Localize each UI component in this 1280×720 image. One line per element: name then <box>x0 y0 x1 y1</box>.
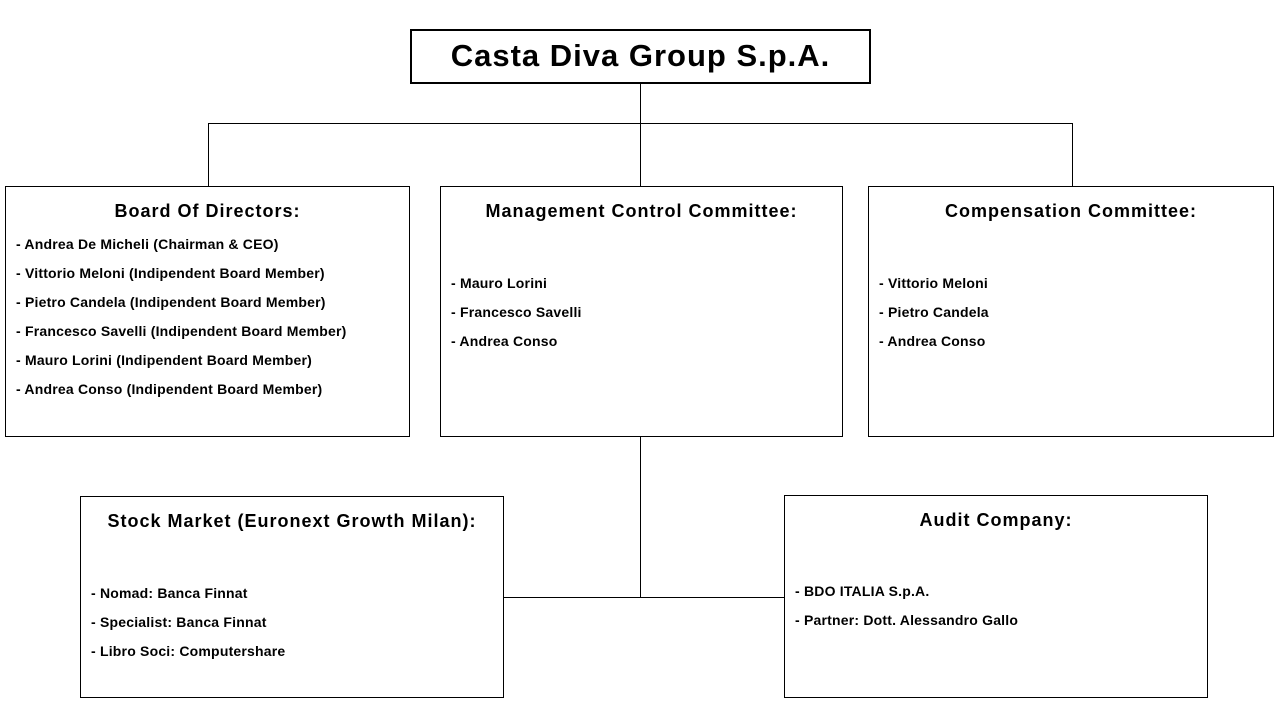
box-heading: Audit Company: <box>919 510 1073 530</box>
company-title: Casta Diva Group S.p.A. <box>450 38 831 73</box>
list-item: - Francesco Savelli (Indipendent Board M… <box>16 323 347 339</box>
box-items: - Andrea De Micheli (Chairman & CEO) - Vi… <box>6 230 409 404</box>
list-item: - Andrea Conso <box>451 333 558 349</box>
list-item: - Vittorio Meloni (Indipendent Board Mem… <box>16 265 325 281</box>
list-item: - Mauro Lorini (Indipendent Board Member… <box>16 352 312 368</box>
box-items: - Nomad: Banca Finnat - Specialist: Banca… <box>81 579 503 666</box>
connector-management-down <box>640 437 641 597</box>
connector-drop-compensation <box>1072 123 1073 186</box>
list-item: - Andrea Conso (Indipendent Board Member… <box>16 381 323 397</box>
connector-title-drop <box>640 84 641 123</box>
list-item: - Vittorio Meloni <box>879 275 988 291</box>
list-item: - Nomad: Banca Finnat <box>91 585 248 601</box>
connector-bottom-horizontal <box>503 597 784 598</box>
box-heading: Management Control Committee: <box>485 201 798 221</box>
list-item: - Francesco Savelli <box>451 304 582 320</box>
list-item: - Libro Soci: Computershare <box>91 643 286 659</box>
box-audit-company: Audit Company: - BDO ITALIA S.p.A. - Part… <box>784 495 1208 698</box>
list-item: - Pietro Candela (Indipendent Board Memb… <box>16 294 326 310</box>
list-item: - Specialist: Banca Finnat <box>91 614 267 630</box>
box-heading: Compensation Committee: <box>944 201 1198 221</box>
box-stock-market: Stock Market (Euronext Growth Milan): - … <box>80 496 504 698</box>
list-item: - Mauro Lorini <box>451 275 548 291</box>
box-board-of-directors: Board Of Directors: - Andrea De Micheli … <box>5 186 410 437</box>
box-items: - Vittorio Meloni - Pietro Candela - Andre… <box>869 269 1273 356</box>
list-item: - Pietro Candela <box>879 304 989 320</box>
list-item: - Andrea Conso <box>879 333 986 349</box>
box-heading: Board Of Directors: <box>114 201 301 221</box>
list-item: - Andrea De Micheli (Chairman & CEO) <box>16 236 279 252</box>
box-items: - Mauro Lorini - Francesco Savelli - Andre… <box>441 269 842 356</box>
box-heading: Stock Market (Euronext Growth Milan): <box>107 511 477 531</box>
list-item: - Partner: Dott. Alessandro Gallo <box>795 612 1019 628</box>
list-item: - BDO ITALIA S.p.A. <box>795 583 930 599</box>
box-management-control-committee: Management Control Committee: - Mauro Lo… <box>440 186 843 437</box>
connector-drop-management <box>640 123 641 186</box>
company-title-box: Casta Diva Group S.p.A. <box>410 29 871 84</box>
box-items: - BDO ITALIA S.p.A. - Partner: Dott. Ales… <box>785 577 1207 635</box>
connector-drop-board <box>208 123 209 186</box>
box-compensation-committee: Compensation Committee: - Vittorio Melon… <box>868 186 1274 437</box>
